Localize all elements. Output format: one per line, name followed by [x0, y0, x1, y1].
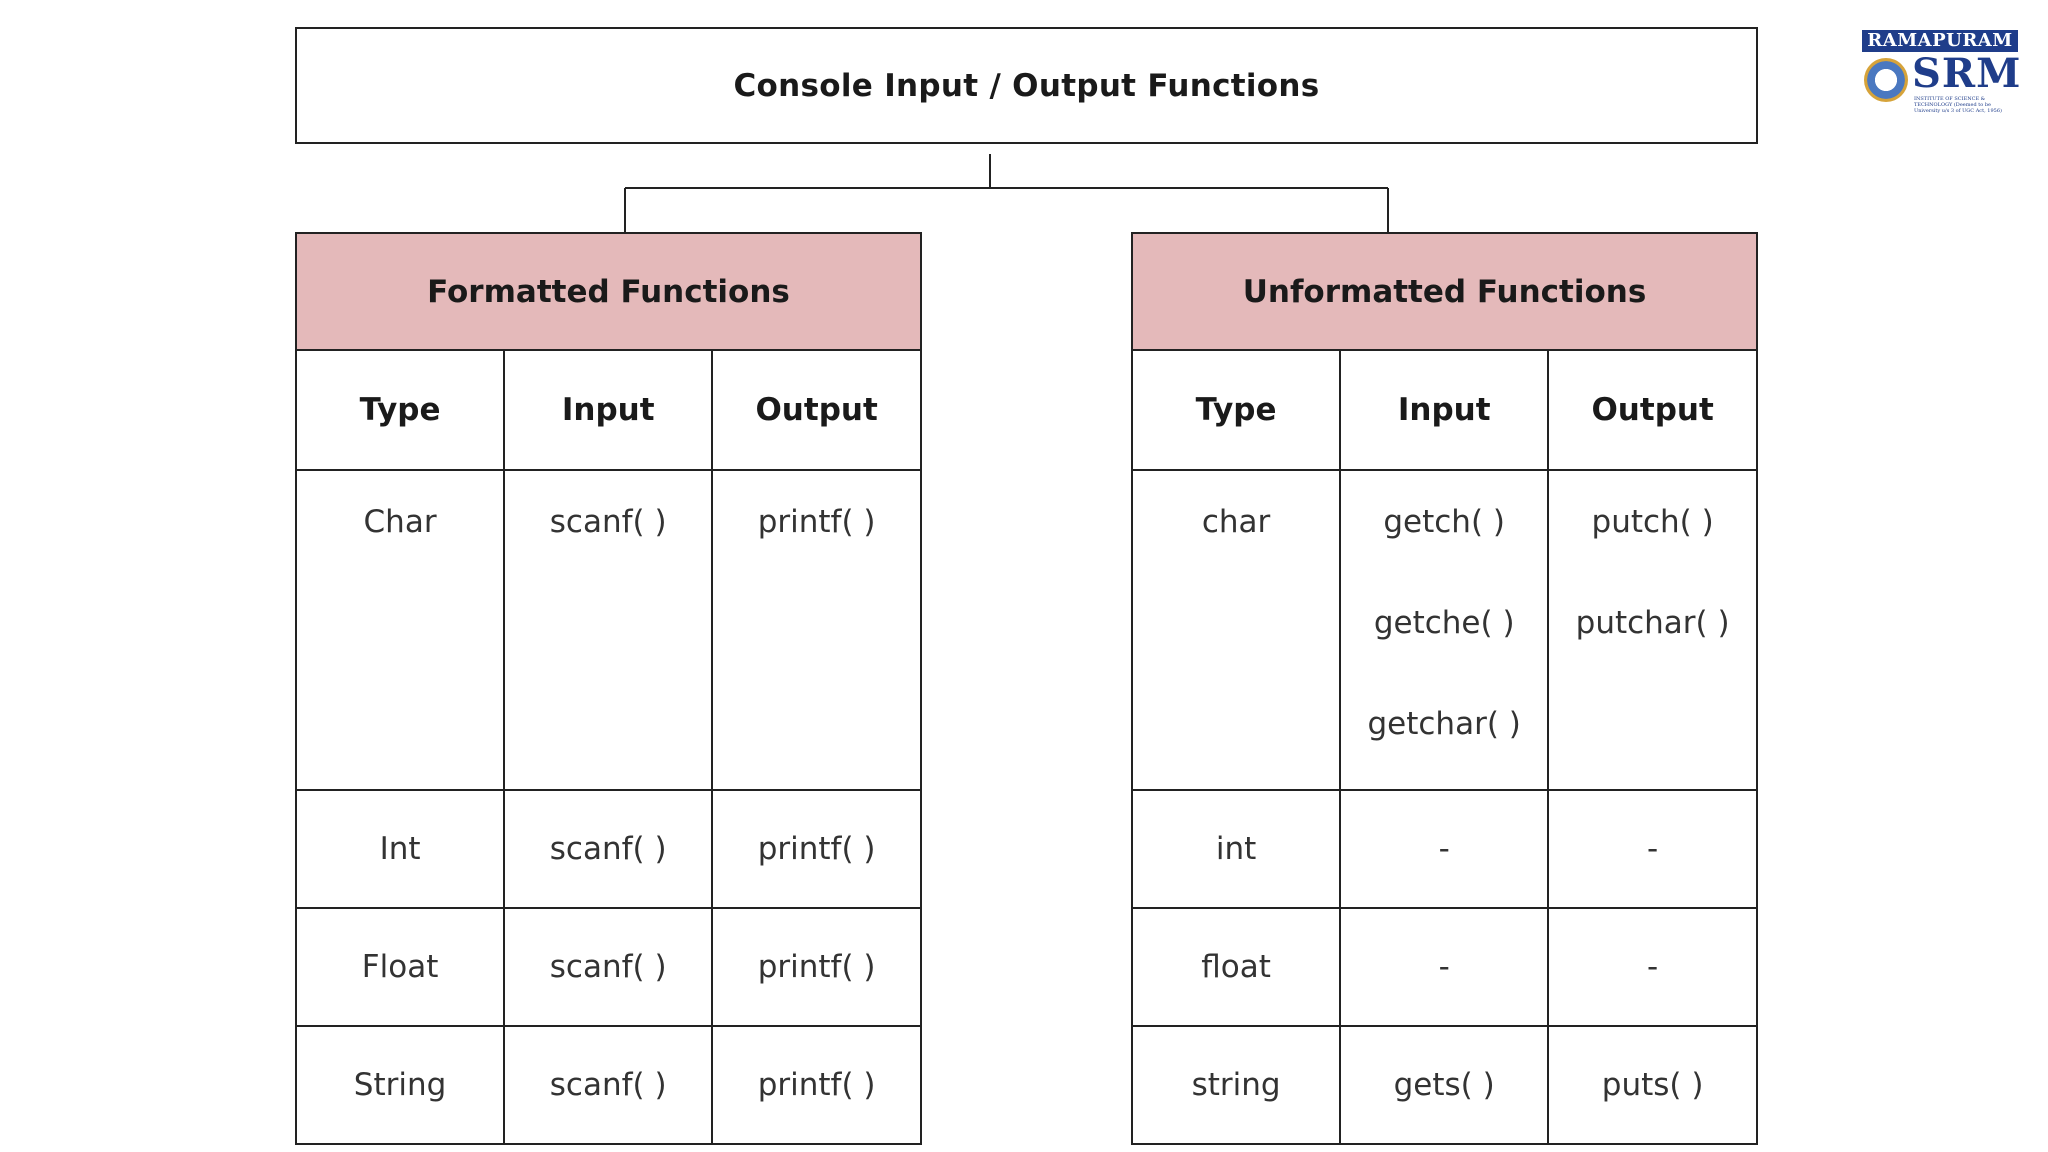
column-header-type: Type [294, 349, 506, 471]
input-function: getch( ) [1383, 504, 1505, 540]
logo-wordmark: SRM [1912, 50, 2022, 97]
input-function: scanf( ) [503, 789, 714, 909]
output-function: printf( ) [757, 504, 876, 540]
type-cell: Int [294, 789, 506, 909]
output-function: - [1547, 789, 1758, 909]
input-function: scanf( ) [549, 504, 667, 540]
input-function: - [1339, 907, 1550, 1027]
type-cell: Char [363, 504, 437, 540]
formatted-functions-title: Formatted Functions [295, 232, 922, 351]
table-row: float - - [1130, 907, 1758, 1027]
type-cell: int [1130, 789, 1342, 909]
table-row: String scanf( ) printf( ) [294, 1025, 922, 1145]
logo-band: RAMAPURAM [1862, 30, 2018, 52]
input-function: getchar( ) [1367, 706, 1521, 742]
logo-subtitle: INSTITUTE OF SCIENCE & TECHNOLOGY (Deeme… [1914, 96, 2002, 114]
input-function: scanf( ) [503, 1025, 714, 1145]
column-header-input: Input [503, 349, 714, 471]
output-function: - [1547, 907, 1758, 1027]
input-function: - [1339, 789, 1550, 909]
root-node-console-io: Console Input / Output Functions [295, 27, 1758, 144]
column-header-output: Output [711, 349, 922, 471]
output-function: printf( ) [711, 789, 922, 909]
unformatted-functions-table: Unformatted Functions Type Input Output … [1130, 232, 1758, 1145]
table-row: Float scanf( ) printf( ) [294, 907, 922, 1027]
output-function: putchar( ) [1575, 605, 1730, 641]
column-header-output: Output [1547, 349, 1758, 471]
type-cell: Float [294, 907, 506, 1027]
formatted-functions-table: Formatted Functions Type Input Output Ch… [294, 232, 922, 1145]
table-row: Int scanf( ) printf( ) [294, 789, 922, 909]
table-row: string gets( ) puts( ) [1130, 1025, 1758, 1145]
column-header-type: Type [1130, 349, 1342, 471]
output-function: printf( ) [711, 907, 922, 1027]
table-row: int - - [1130, 789, 1758, 909]
type-cell: float [1130, 907, 1342, 1027]
table-row: char getch( ) getche( ) getchar( ) putch… [1130, 469, 1758, 791]
output-function: printf( ) [711, 1025, 922, 1145]
column-header-input: Input [1339, 349, 1550, 471]
type-cell: String [294, 1025, 506, 1145]
table-row: Char scanf( ) printf( ) [294, 469, 922, 791]
root-node-title: Console Input / Output Functions [733, 67, 1320, 104]
input-function: scanf( ) [503, 907, 714, 1027]
output-function: putch( ) [1591, 504, 1714, 540]
type-cell: string [1130, 1025, 1342, 1145]
input-function: getche( ) [1373, 605, 1515, 641]
type-cell: char [1201, 504, 1271, 540]
srm-logo: RAMAPURAM SRM INSTITUTE OF SCIENCE & TEC… [1862, 30, 2022, 114]
input-function: gets( ) [1339, 1025, 1550, 1145]
seal-icon [1864, 58, 1908, 102]
unformatted-functions-title: Unformatted Functions [1131, 232, 1758, 351]
output-function: puts( ) [1547, 1025, 1758, 1145]
